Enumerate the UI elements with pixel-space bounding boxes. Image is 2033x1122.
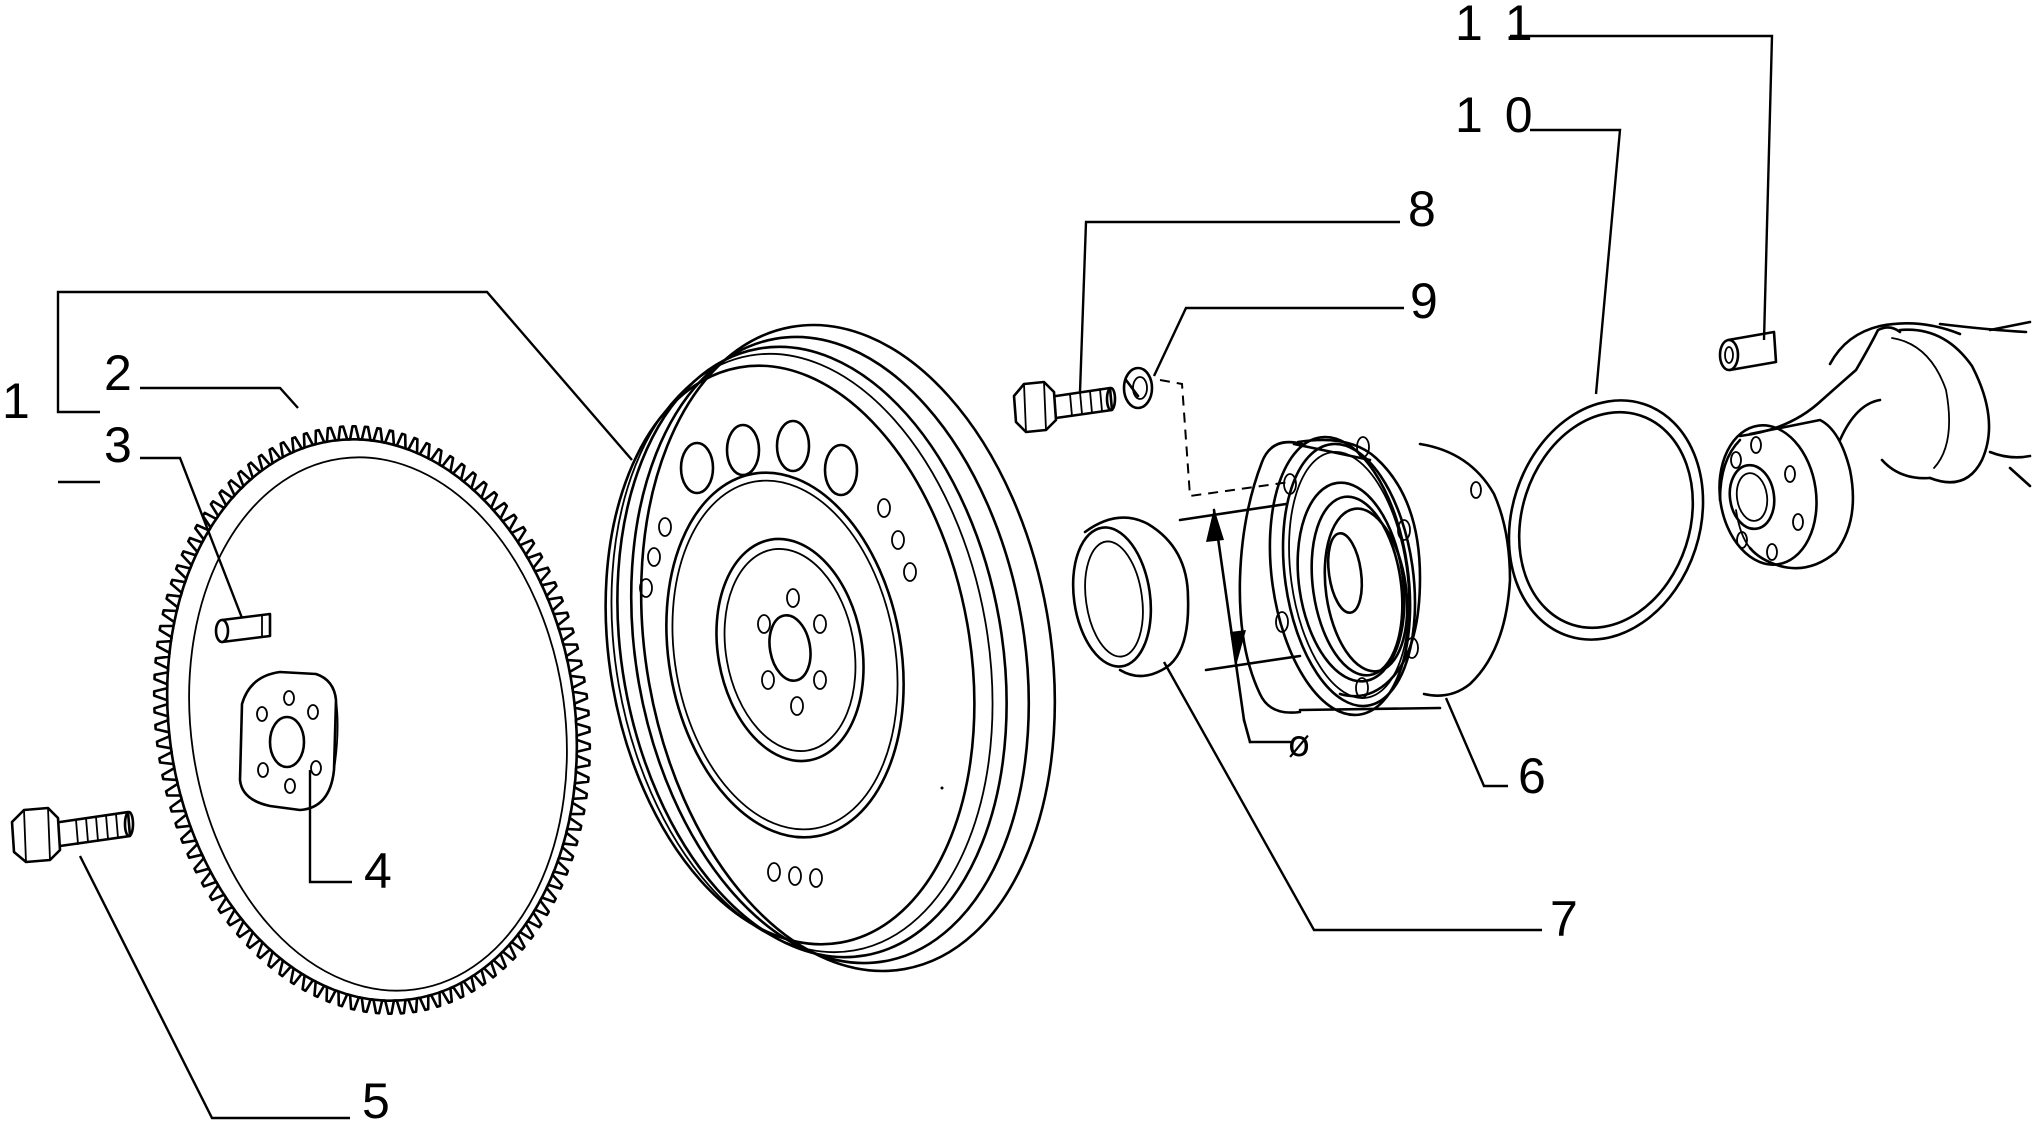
dowel-pin-icon [214,612,272,644]
callout-3: 3 [104,417,136,473]
plate-icon [238,670,339,812]
callout-2: 2 [104,345,136,401]
bolt-icon [1012,380,1117,434]
flywheel-icon [604,323,1057,973]
washer-icon [1122,366,1154,410]
crankshaft-icon [1718,320,2032,570]
callout-8: 8 [1408,181,1440,237]
callout-10: 1 0 [1455,87,1537,143]
callout-7: 7 [1550,891,1582,947]
diameter-dimension: ø [1178,502,1310,765]
callout-9: 9 [1410,273,1442,329]
ring-gear-icon [152,425,592,1015]
diameter-symbol: ø [1288,724,1310,765]
assembly-path [1159,379,1291,498]
callout-1: 1 [2,373,34,429]
callout-11: 1 1 [1455,0,1537,51]
seal-housing-icon [1238,435,1512,717]
callout-5: 5 [362,1073,394,1122]
callout-4: 4 [364,843,396,899]
bushing-icon [1071,516,1190,678]
bolt-icon [10,806,135,864]
dowel-pin-icon [1718,330,1778,372]
leader-lines [56,34,1774,1120]
callout-6: 6 [1518,748,1550,804]
callout-labels: 1 2 3 4 5 6 7 8 9 1 0 1 1 [2,0,1582,1122]
o-ring-icon [1507,399,1705,641]
